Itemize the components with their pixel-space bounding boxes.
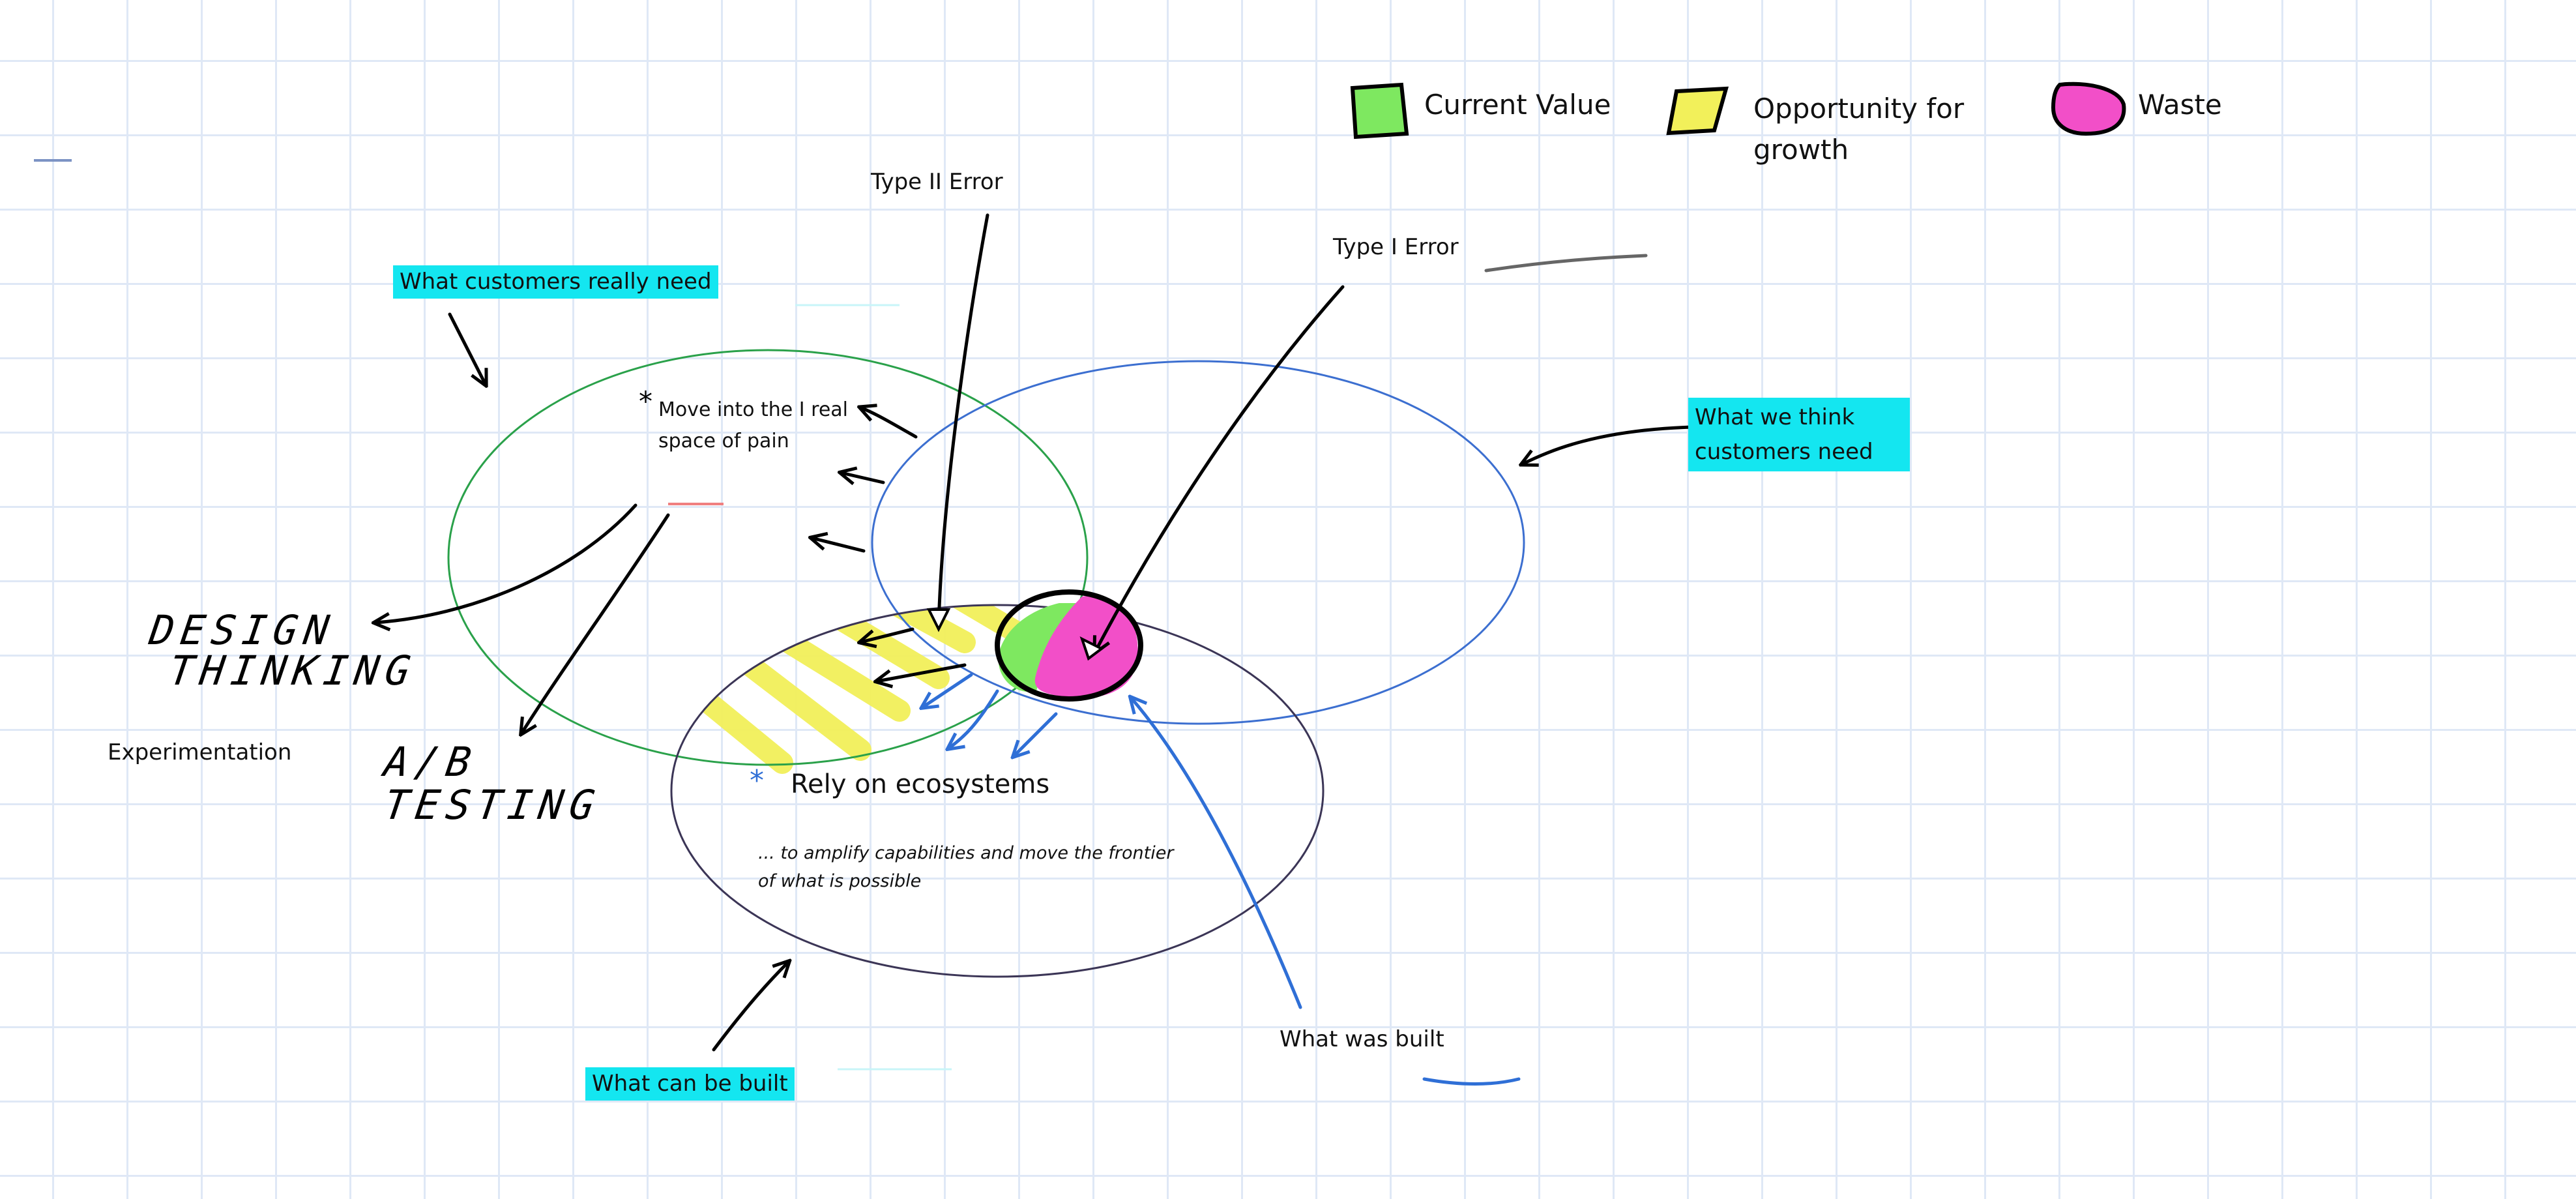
blue-arrow-1 (922, 673, 973, 707)
hand-ab: A/B (381, 738, 481, 786)
label-rely-on-ecosystems: Rely on ecosystems (791, 769, 1050, 799)
arrow-move-1 (860, 407, 918, 439)
arrow-design-thinking (375, 503, 637, 623)
label-customers-need: What customers really need (393, 265, 718, 299)
arrow-customers-need (448, 312, 486, 385)
legend-current-value: Current Value (1424, 89, 1611, 121)
arrow-can-be-built (712, 962, 789, 1052)
waste-swatch (2051, 81, 2126, 136)
was-built-underline (1422, 1077, 1521, 1086)
asterisk-mark-blue: * (750, 764, 764, 797)
ellipse-we-think (871, 360, 1525, 725)
arrow-was-built (1131, 698, 1302, 1009)
type2-tip (926, 608, 951, 632)
label-can-be-built: What can be built (585, 1067, 795, 1101)
arrow-we-think (1522, 425, 1693, 464)
type1-underline (1484, 254, 1648, 273)
current-value-swatch (1350, 82, 1409, 140)
blue-arrow-2 (948, 689, 999, 748)
type1-tip (1079, 636, 1104, 661)
label-we-think: What we think customers need (1688, 398, 1910, 472)
label-was-built: What was built (1280, 1026, 1444, 1052)
arrow-move-2 (841, 473, 885, 482)
legend-waste: Waste (2138, 89, 2222, 121)
arrow-type2 (939, 213, 989, 626)
opportunity-swatch (1666, 86, 1729, 136)
arrow-ab-testing (521, 513, 670, 733)
arrow-type1 (1095, 285, 1345, 652)
blue-arrow-3 (1014, 712, 1058, 756)
hand-thinking: THINKING (166, 647, 420, 694)
arrow-move-3 (812, 538, 866, 553)
arrow-move-5 (877, 663, 967, 681)
label-rely-subtext: ... to amplify capabilities and move the… (758, 843, 1174, 892)
ellipse-customers-need (447, 349, 1089, 766)
hand-testing: TESTING (381, 781, 604, 829)
asterisk-mark: * (639, 385, 652, 417)
legend-opportunity: Opportunity for growth (1753, 93, 1965, 166)
arrow-move-4 (860, 627, 915, 642)
legend-swatches (1350, 81, 2126, 140)
label-type2-error: Type II Error (871, 169, 1003, 195)
label-experimentation: Experimentation (108, 739, 292, 765)
ellipse-can-be-built (670, 604, 1325, 978)
label-type1-error: Type I Error (1333, 234, 1459, 260)
label-move-into-pain: Move into the I real space of pain (658, 398, 848, 452)
